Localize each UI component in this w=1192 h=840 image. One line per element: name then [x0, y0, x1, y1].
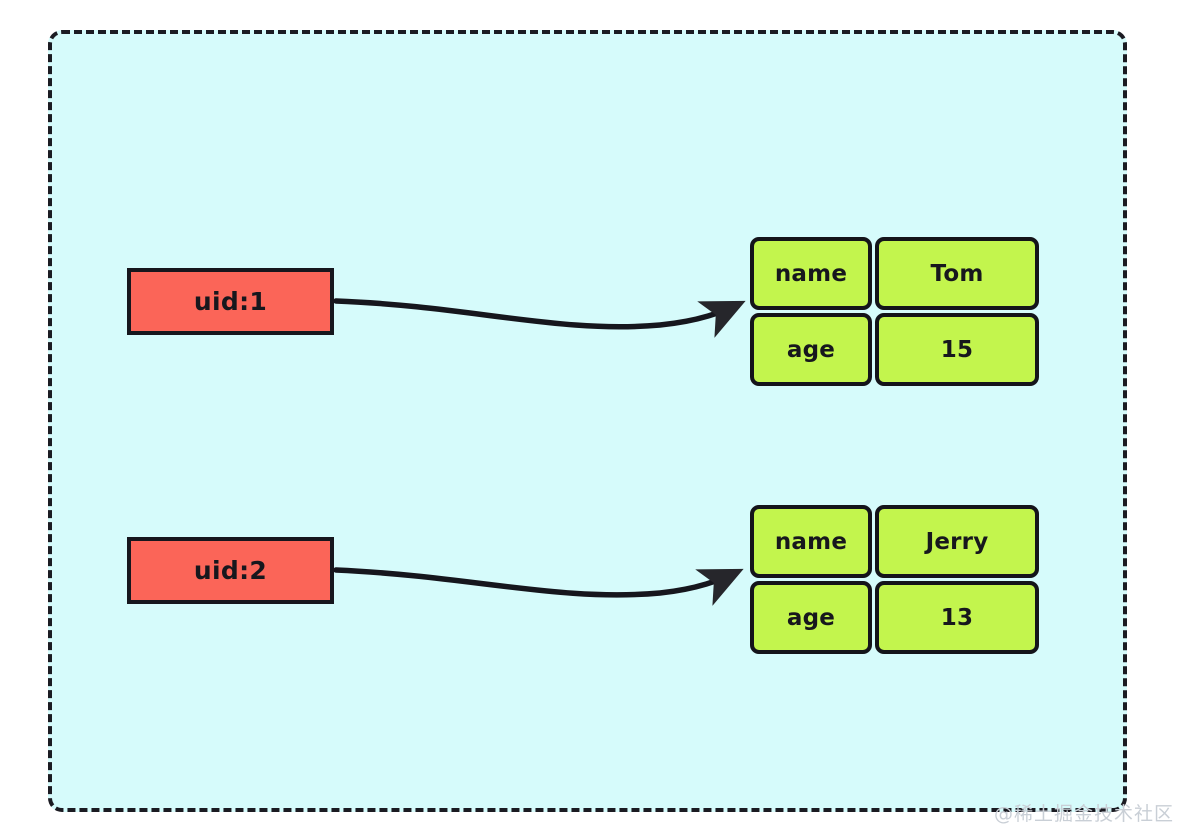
hash-value-cell: Jerry — [875, 505, 1039, 578]
hash-field-cell: age — [750, 581, 872, 654]
key-box-uid-1: uid:1 — [127, 268, 334, 335]
hash-value-cell: Tom — [875, 237, 1039, 310]
key-box-uid-2: uid:2 — [127, 537, 334, 604]
hash-table-2: name Jerry age 13 — [750, 505, 1039, 654]
hash-field-cell: name — [750, 505, 872, 578]
diagram-canvas — [48, 30, 1127, 812]
hash-value-cell: 13 — [875, 581, 1039, 654]
hash-field-cell: name — [750, 237, 872, 310]
hash-field-cell: age — [750, 313, 872, 386]
hash-table-1: name Tom age 15 — [750, 237, 1039, 386]
watermark: @稀土掘金技术社区 — [993, 803, 1174, 825]
key-box-label: uid:2 — [193, 556, 268, 585]
key-box-label: uid:1 — [193, 287, 268, 316]
hash-value-cell: 15 — [875, 313, 1039, 386]
